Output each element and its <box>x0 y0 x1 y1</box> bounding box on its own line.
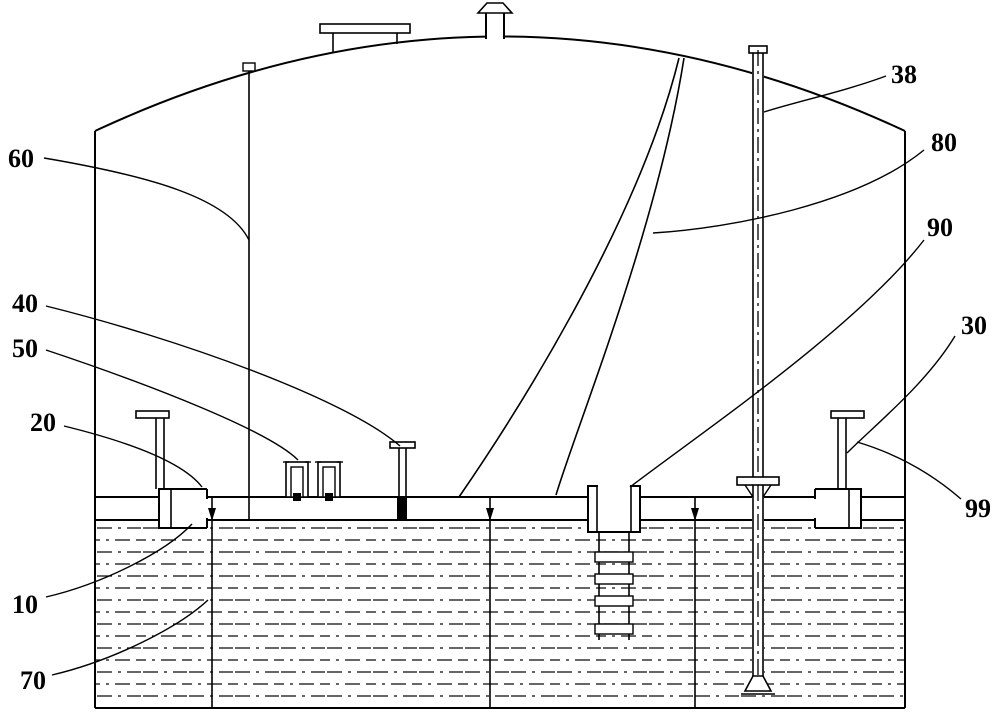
leader-50 <box>45 349 299 461</box>
vent-cap <box>476 2 514 14</box>
leader-70 <box>51 599 209 676</box>
leader-20 <box>63 425 203 488</box>
leg-arrow <box>208 508 216 521</box>
label-99: 99 <box>965 494 991 523</box>
leader-60 <box>43 157 250 241</box>
left-deck-clamp <box>158 488 207 529</box>
guide-pole-cap <box>242 62 256 72</box>
ladder-rung <box>594 595 634 607</box>
gauge-tape-line-1 <box>458 57 680 498</box>
deck-body <box>96 498 904 519</box>
right-bracket-assembly <box>814 410 865 529</box>
leader-40 <box>45 305 401 447</box>
ladder-rung <box>594 573 634 585</box>
label-70: 70 <box>20 666 46 695</box>
gauge-pipe <box>736 45 780 695</box>
label-40: 40 <box>12 289 38 318</box>
leader-10 <box>45 523 193 598</box>
hatch-cover <box>319 23 411 34</box>
leg-arrow <box>486 508 494 521</box>
bleeder-vent-b-foot <box>325 493 333 501</box>
gauge-well-box <box>587 485 641 533</box>
support-legs <box>208 497 699 708</box>
leader-80 <box>652 149 925 234</box>
right-bracket-bar <box>830 410 865 419</box>
liquid-fill <box>96 520 904 708</box>
label-20: 20 <box>30 408 56 437</box>
left-bracket-assembly <box>135 410 208 529</box>
label-90: 90 <box>927 213 953 242</box>
label-38: 38 <box>891 60 917 89</box>
label-30: 30 <box>961 311 987 340</box>
gauge-tape <box>458 57 685 498</box>
bleeder-vents <box>283 461 343 501</box>
bleeder-vent-a-inner <box>290 466 304 498</box>
deck-rod-cap <box>389 441 416 449</box>
label-10: 10 <box>12 590 38 619</box>
gauge-pipe-deck-flange <box>736 476 780 486</box>
leader-90 <box>629 239 925 488</box>
deck-rod-through <box>397 497 407 520</box>
bleeder-vent-a-foot <box>293 493 301 501</box>
leader-lines <box>43 75 962 676</box>
guide-pole <box>242 62 256 520</box>
right-deck-clamp <box>815 488 862 529</box>
leader-30 <box>846 335 956 454</box>
label-50: 50 <box>12 334 38 363</box>
ladder-rung <box>594 623 634 635</box>
flange-gusset-left <box>744 484 754 498</box>
leg-arrow <box>691 508 699 521</box>
deck-rod <box>389 441 416 520</box>
vent-stack-fill <box>487 13 503 38</box>
left-bracket-bar <box>135 410 170 419</box>
leader-38 <box>763 75 887 113</box>
ladder-rung <box>594 551 634 563</box>
reference-labels: 60 40 50 20 10 70 38 80 90 30 99 <box>8 60 991 695</box>
flange-gusset-right <box>762 484 772 498</box>
floating-deck <box>96 496 904 521</box>
gauge-well <box>587 482 641 640</box>
bleeder-vent-b-inner <box>322 466 336 498</box>
label-80: 80 <box>931 128 957 157</box>
leader-99 <box>856 441 962 500</box>
roof-hatch <box>319 23 411 53</box>
tank-dome <box>94 35 906 132</box>
roof-vent <box>476 2 514 39</box>
gauge-pipe-funnel <box>743 675 773 692</box>
gauge-well-open-top <box>598 482 630 491</box>
gauge-tape-line-2 <box>555 57 685 496</box>
label-60: 60 <box>8 144 34 173</box>
